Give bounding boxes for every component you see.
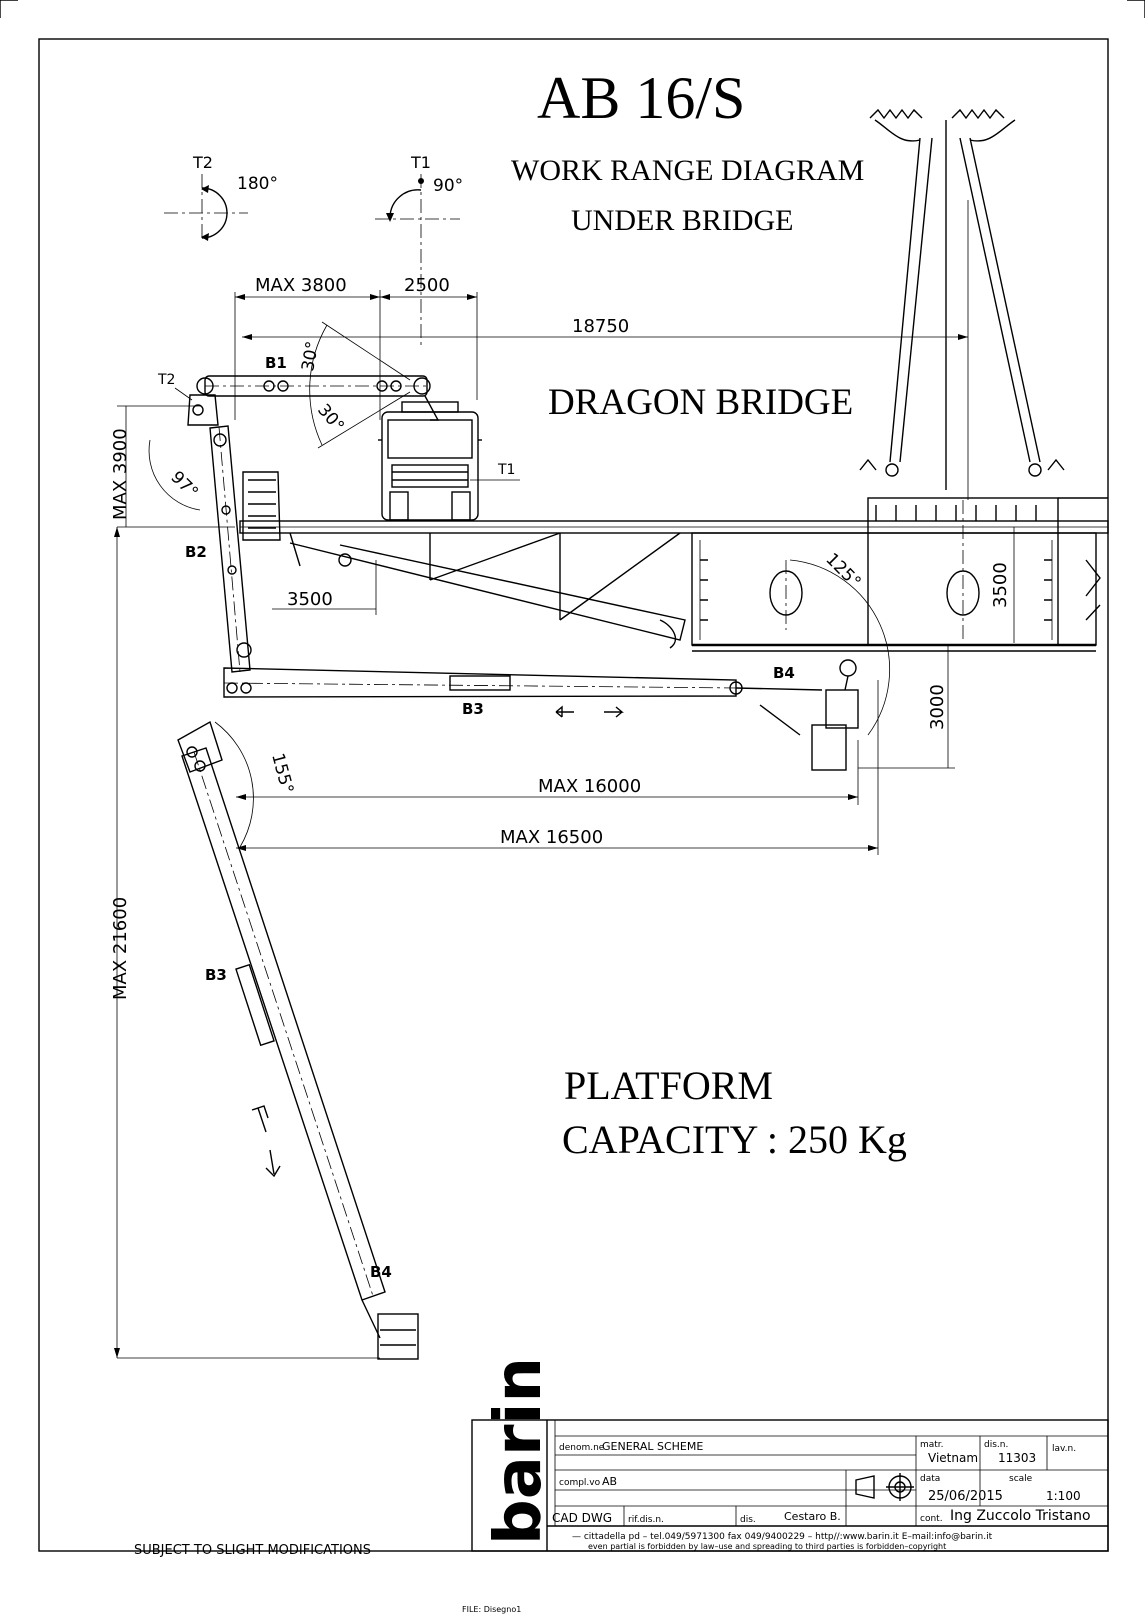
subtitle-under-bridge: UNDER BRIDGE xyxy=(571,204,794,237)
bridge-cables xyxy=(859,108,1065,490)
rif-label: rif.dis.n. xyxy=(628,1515,664,1525)
svg-text:barin: barin xyxy=(482,1357,556,1545)
dim-max-3900: MAX 3900 xyxy=(110,428,131,520)
subtitle-work-range: WORK RANGE DIAGRAM xyxy=(511,154,864,187)
file-label: FILE: Disegno1 xyxy=(462,1605,521,1614)
lavn-label: lav.n. xyxy=(1052,1444,1076,1454)
svg-text:90°: 90° xyxy=(433,176,463,196)
projection-symbol-icon xyxy=(855,1473,914,1501)
dim-max-3800: MAX 3800 xyxy=(255,275,347,296)
label-b4-extended: B4 xyxy=(370,1263,392,1281)
data-value: 25/06/2015 xyxy=(928,1489,1003,1504)
label-b4-horizontal: B4 xyxy=(773,664,795,682)
sheet-corner-marks xyxy=(0,0,1145,18)
svg-text:180°: 180° xyxy=(237,174,278,194)
disn-value: 11303 xyxy=(998,1451,1036,1465)
compl-label: compl.vo xyxy=(559,1478,601,1488)
dim-max-16000: MAX 16000 xyxy=(538,776,641,797)
basket-upper: B4 xyxy=(735,659,859,771)
barin-logo: barin xyxy=(482,1357,556,1545)
title-block: barin denom.ne GENERAL SCHEME compl.vo A… xyxy=(471,1357,1109,1552)
matr-label: matr. xyxy=(920,1440,944,1450)
dis-label: dis. xyxy=(740,1515,756,1525)
boom-b1: B1 xyxy=(196,354,440,421)
dim-3500-horizontal: 3500 xyxy=(287,589,333,610)
bridge-name: DRAGON BRIDGE xyxy=(548,382,853,423)
label-b1: B1 xyxy=(265,354,287,372)
drawing-title: AB 16/S xyxy=(537,65,745,131)
boom-b3-horizontal: B3 xyxy=(223,667,743,718)
cad-label: CAD DWG xyxy=(552,1511,612,1525)
footer-copyright: even partial is forbidden by law–use and… xyxy=(588,1542,946,1551)
truck-front-view: T1 xyxy=(378,401,520,521)
label-t2-small: T2 xyxy=(157,372,175,388)
svg-text:T2: T2 xyxy=(192,153,213,172)
modifications-note: SUBJECT TO SLIGHT MODIFICATIONS xyxy=(134,1543,371,1558)
dim-3500-vertical: 3500 xyxy=(990,562,1011,608)
label-b3-horizontal: B3 xyxy=(462,700,484,718)
capacity-label: CAPACITY : 250 Kg xyxy=(562,1117,907,1162)
dim-18750: 18750 xyxy=(572,316,629,337)
dim-max-16500: MAX 16500 xyxy=(500,827,603,848)
scale-value: 1:100 xyxy=(1046,1489,1081,1503)
rotation-t2-symbol: T2 180° xyxy=(164,153,278,242)
matr-value: Vietnam xyxy=(928,1451,978,1465)
dim-2500: 2500 xyxy=(404,275,450,296)
cont-label: cont. xyxy=(920,1514,943,1524)
turret-t2: T2 xyxy=(157,372,219,426)
dim-3000: 3000 xyxy=(927,684,948,730)
data-label: data xyxy=(920,1474,940,1484)
support-frame xyxy=(242,471,686,649)
compl-value: AB xyxy=(602,1475,617,1488)
disn-label: dis.n. xyxy=(984,1440,1008,1450)
svg-text:T1: T1 xyxy=(410,153,431,172)
rotation-t1-symbol: T1 90° xyxy=(375,153,463,348)
angle-30-top: 30° xyxy=(298,340,323,373)
angle-155: 155° xyxy=(267,751,297,796)
scale-label: scale xyxy=(1009,1474,1033,1484)
dis-value: Cestaro B. xyxy=(784,1510,841,1523)
boom-b3-extended: B3 xyxy=(177,720,386,1301)
denom-value: GENERAL SCHEME xyxy=(602,1440,703,1453)
footer-contacts: — cittadella pd – tel.049/5971300 fax 04… xyxy=(572,1532,993,1542)
angle-30-bottom: 30° xyxy=(313,400,348,436)
basket-lower: B4 xyxy=(361,1263,419,1360)
cont-value: Ing Zuccolo Tristano xyxy=(950,1508,1091,1524)
platform-label: PLATFORM xyxy=(564,1063,773,1108)
boom-b2: B2 xyxy=(185,425,252,673)
dimension-lines: MAX 3800 2500 18750 MAX 3900 3500 3500 3… xyxy=(110,200,1015,1359)
label-b2: B2 xyxy=(185,543,207,561)
denom-label: denom.ne xyxy=(559,1443,605,1453)
label-t1-small: T1 xyxy=(497,462,515,478)
bridge-deck xyxy=(239,497,1109,652)
dim-max-21600: MAX 21600 xyxy=(110,897,131,1000)
label-b3-extended: B3 xyxy=(205,966,227,984)
